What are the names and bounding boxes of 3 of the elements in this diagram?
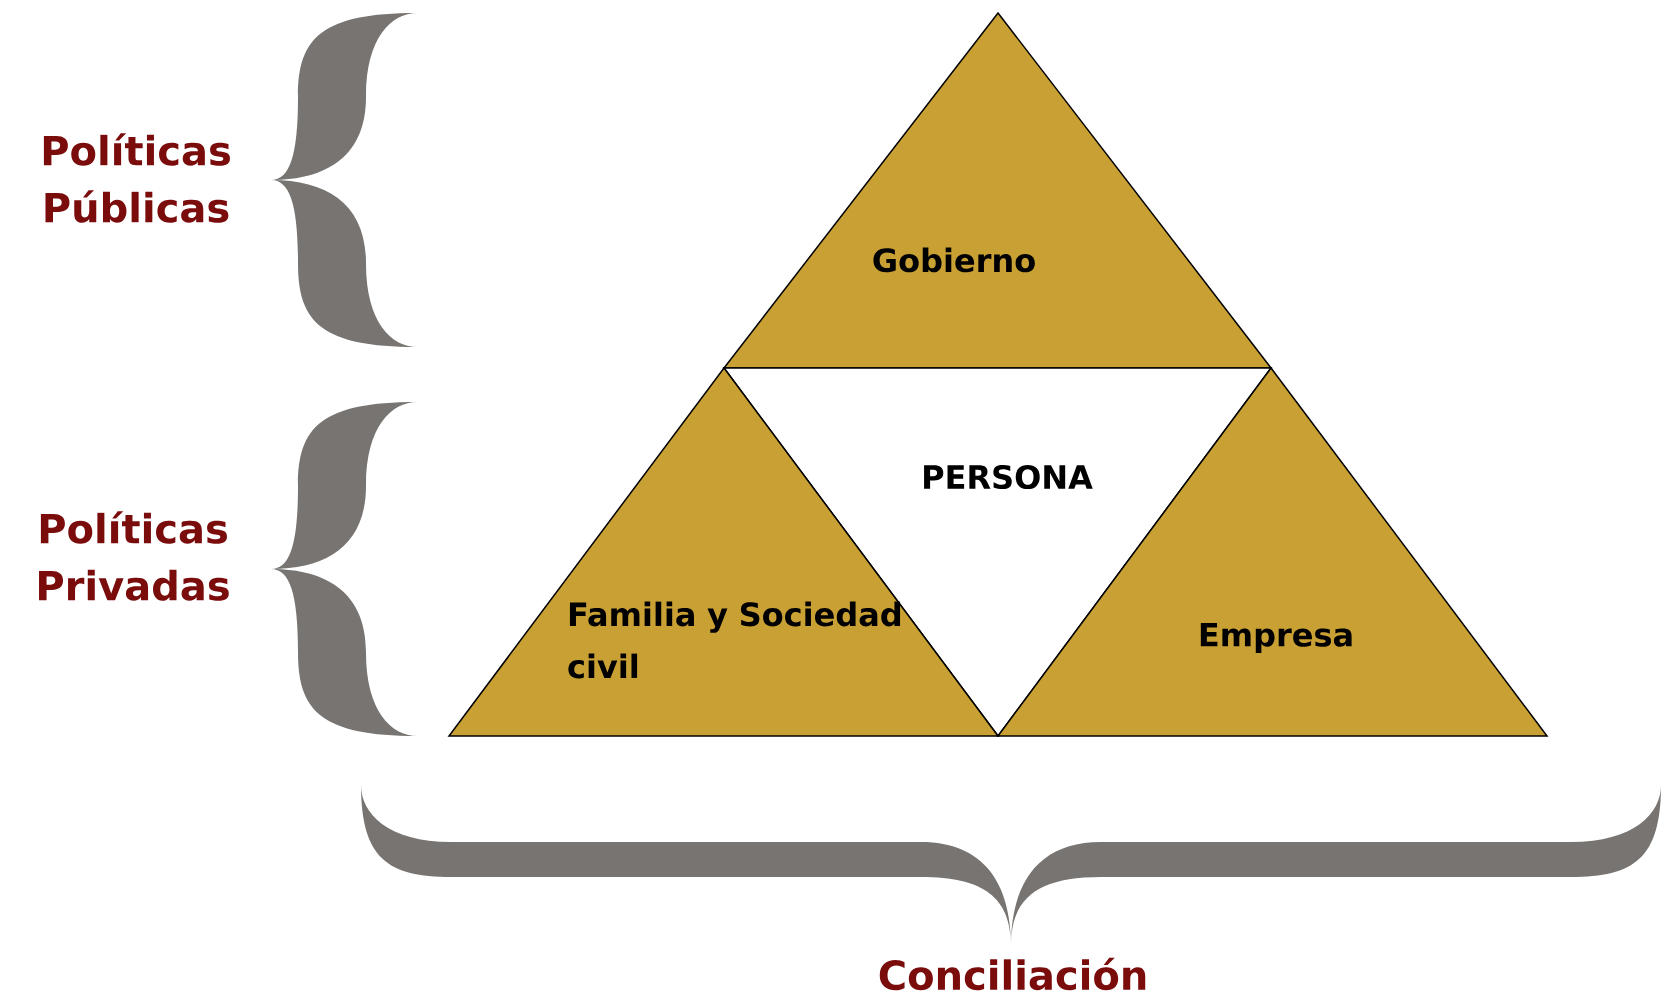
label: Políticas Privadas	[39, 511, 229, 601]
label: Políticas Públicas	[43, 133, 230, 223]
label: Conciliación	[879, 957, 1146, 991]
